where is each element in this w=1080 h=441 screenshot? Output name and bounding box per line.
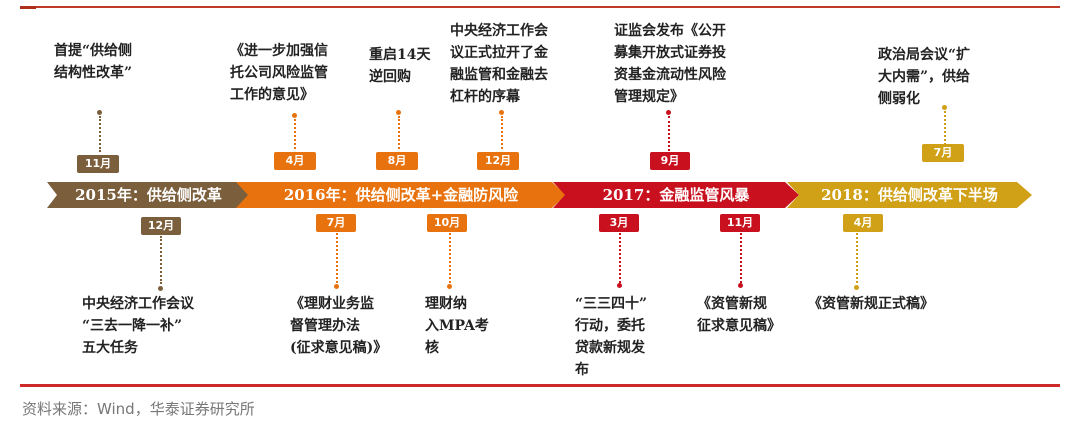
band-2018: 2018：供给侧改革下半场 xyxy=(787,182,1032,208)
event-text: 证监会发布《公开 募集开放式证券投 资基金流动性风险 管理规定》 xyxy=(614,23,726,105)
month-tag: 7月 xyxy=(316,214,356,232)
event-text: 首提“供给侧 结构性改革” xyxy=(54,43,133,81)
month-tag: 7月 xyxy=(922,144,964,162)
marker-dot-icon xyxy=(396,110,401,115)
band-label: 2015年：供给侧改革 xyxy=(75,186,222,204)
band-2017: 2017：金融监管风暴 xyxy=(553,182,799,208)
event-text: 重启14天 逆回购 xyxy=(369,47,431,85)
marker-dot-icon xyxy=(854,285,859,290)
connector-line xyxy=(160,236,162,284)
event-text: 中央经济工作会 议正式拉开了金 融监管和金融去 杠杆的序幕 xyxy=(450,23,548,105)
connector-line xyxy=(501,116,503,149)
marker-dot-icon xyxy=(499,110,504,115)
event-text: 理财纳 入MPA考 核 xyxy=(425,296,489,356)
top-rule-cap xyxy=(20,6,36,9)
marker-dot-icon xyxy=(158,286,163,291)
source-note: 资料来源：Wind，华泰证券研究所 xyxy=(22,400,255,418)
event-text: 《资管新规正式稿》 xyxy=(808,296,934,312)
event-text: 《资管新规 征求意见稿》 xyxy=(697,296,781,334)
connector-line xyxy=(336,233,338,283)
chevron-shape-icon xyxy=(236,182,566,208)
band-2016: 2016年：供给侧改革+金融防风险 xyxy=(236,182,566,208)
connector-line xyxy=(856,233,858,283)
band-label: 2018：供给侧改革下半场 xyxy=(821,186,998,204)
band-label: 2017：金融监管风暴 xyxy=(602,186,750,204)
event-text: 《理财业务监 督管理办法 (征求意见稿)》 xyxy=(290,296,388,356)
marker-dot-icon xyxy=(666,110,671,115)
connector-line xyxy=(740,233,742,283)
marker-dot-icon xyxy=(97,110,102,115)
band-2015: 2015年：供给侧改革 xyxy=(47,182,250,208)
marker-dot-icon xyxy=(292,113,297,118)
month-tag: 10月 xyxy=(427,214,467,232)
event-text: 中央经济工作会议 “三去一降一补” 五大任务 xyxy=(82,296,194,356)
month-tag: 11月 xyxy=(77,155,119,173)
connector-line xyxy=(294,119,296,149)
marker-dot-icon xyxy=(942,105,947,110)
marker-dot-icon xyxy=(738,283,743,288)
month-tag: 11月 xyxy=(720,214,760,232)
event-text: 《进一步加强信 托公司风险监管 工作的意见》 xyxy=(230,43,328,103)
connector-line xyxy=(619,233,621,283)
bottom-rule xyxy=(20,384,1060,387)
top-rule xyxy=(20,6,1060,8)
marker-dot-icon xyxy=(447,284,452,289)
month-tag: 9月 xyxy=(650,152,690,170)
month-tag: 3月 xyxy=(599,214,639,232)
band-label: 2016年：供给侧改革+金融防风险 xyxy=(283,186,519,204)
event-text: “三三四十” 行动，委托 贷款新规发 布 xyxy=(575,296,648,378)
chevron-shape-icon xyxy=(787,182,1032,208)
marker-dot-icon xyxy=(334,284,339,289)
chevron-shape-icon xyxy=(47,182,250,208)
month-tag: 12月 xyxy=(141,217,181,235)
marker-dot-icon xyxy=(617,283,622,288)
chevron-shape-icon xyxy=(553,182,799,208)
connector-line xyxy=(944,111,946,145)
month-tag: 4月 xyxy=(843,214,883,232)
connector-line xyxy=(668,116,670,151)
connector-line xyxy=(99,116,101,152)
month-tag: 8月 xyxy=(376,152,418,170)
month-tag: 4月 xyxy=(274,152,316,170)
event-text: 政治局会议“扩 大内需”，供给 侧弱化 xyxy=(878,47,971,107)
month-tag: 12月 xyxy=(477,152,519,170)
connector-line xyxy=(398,116,400,149)
connector-line xyxy=(449,233,451,283)
